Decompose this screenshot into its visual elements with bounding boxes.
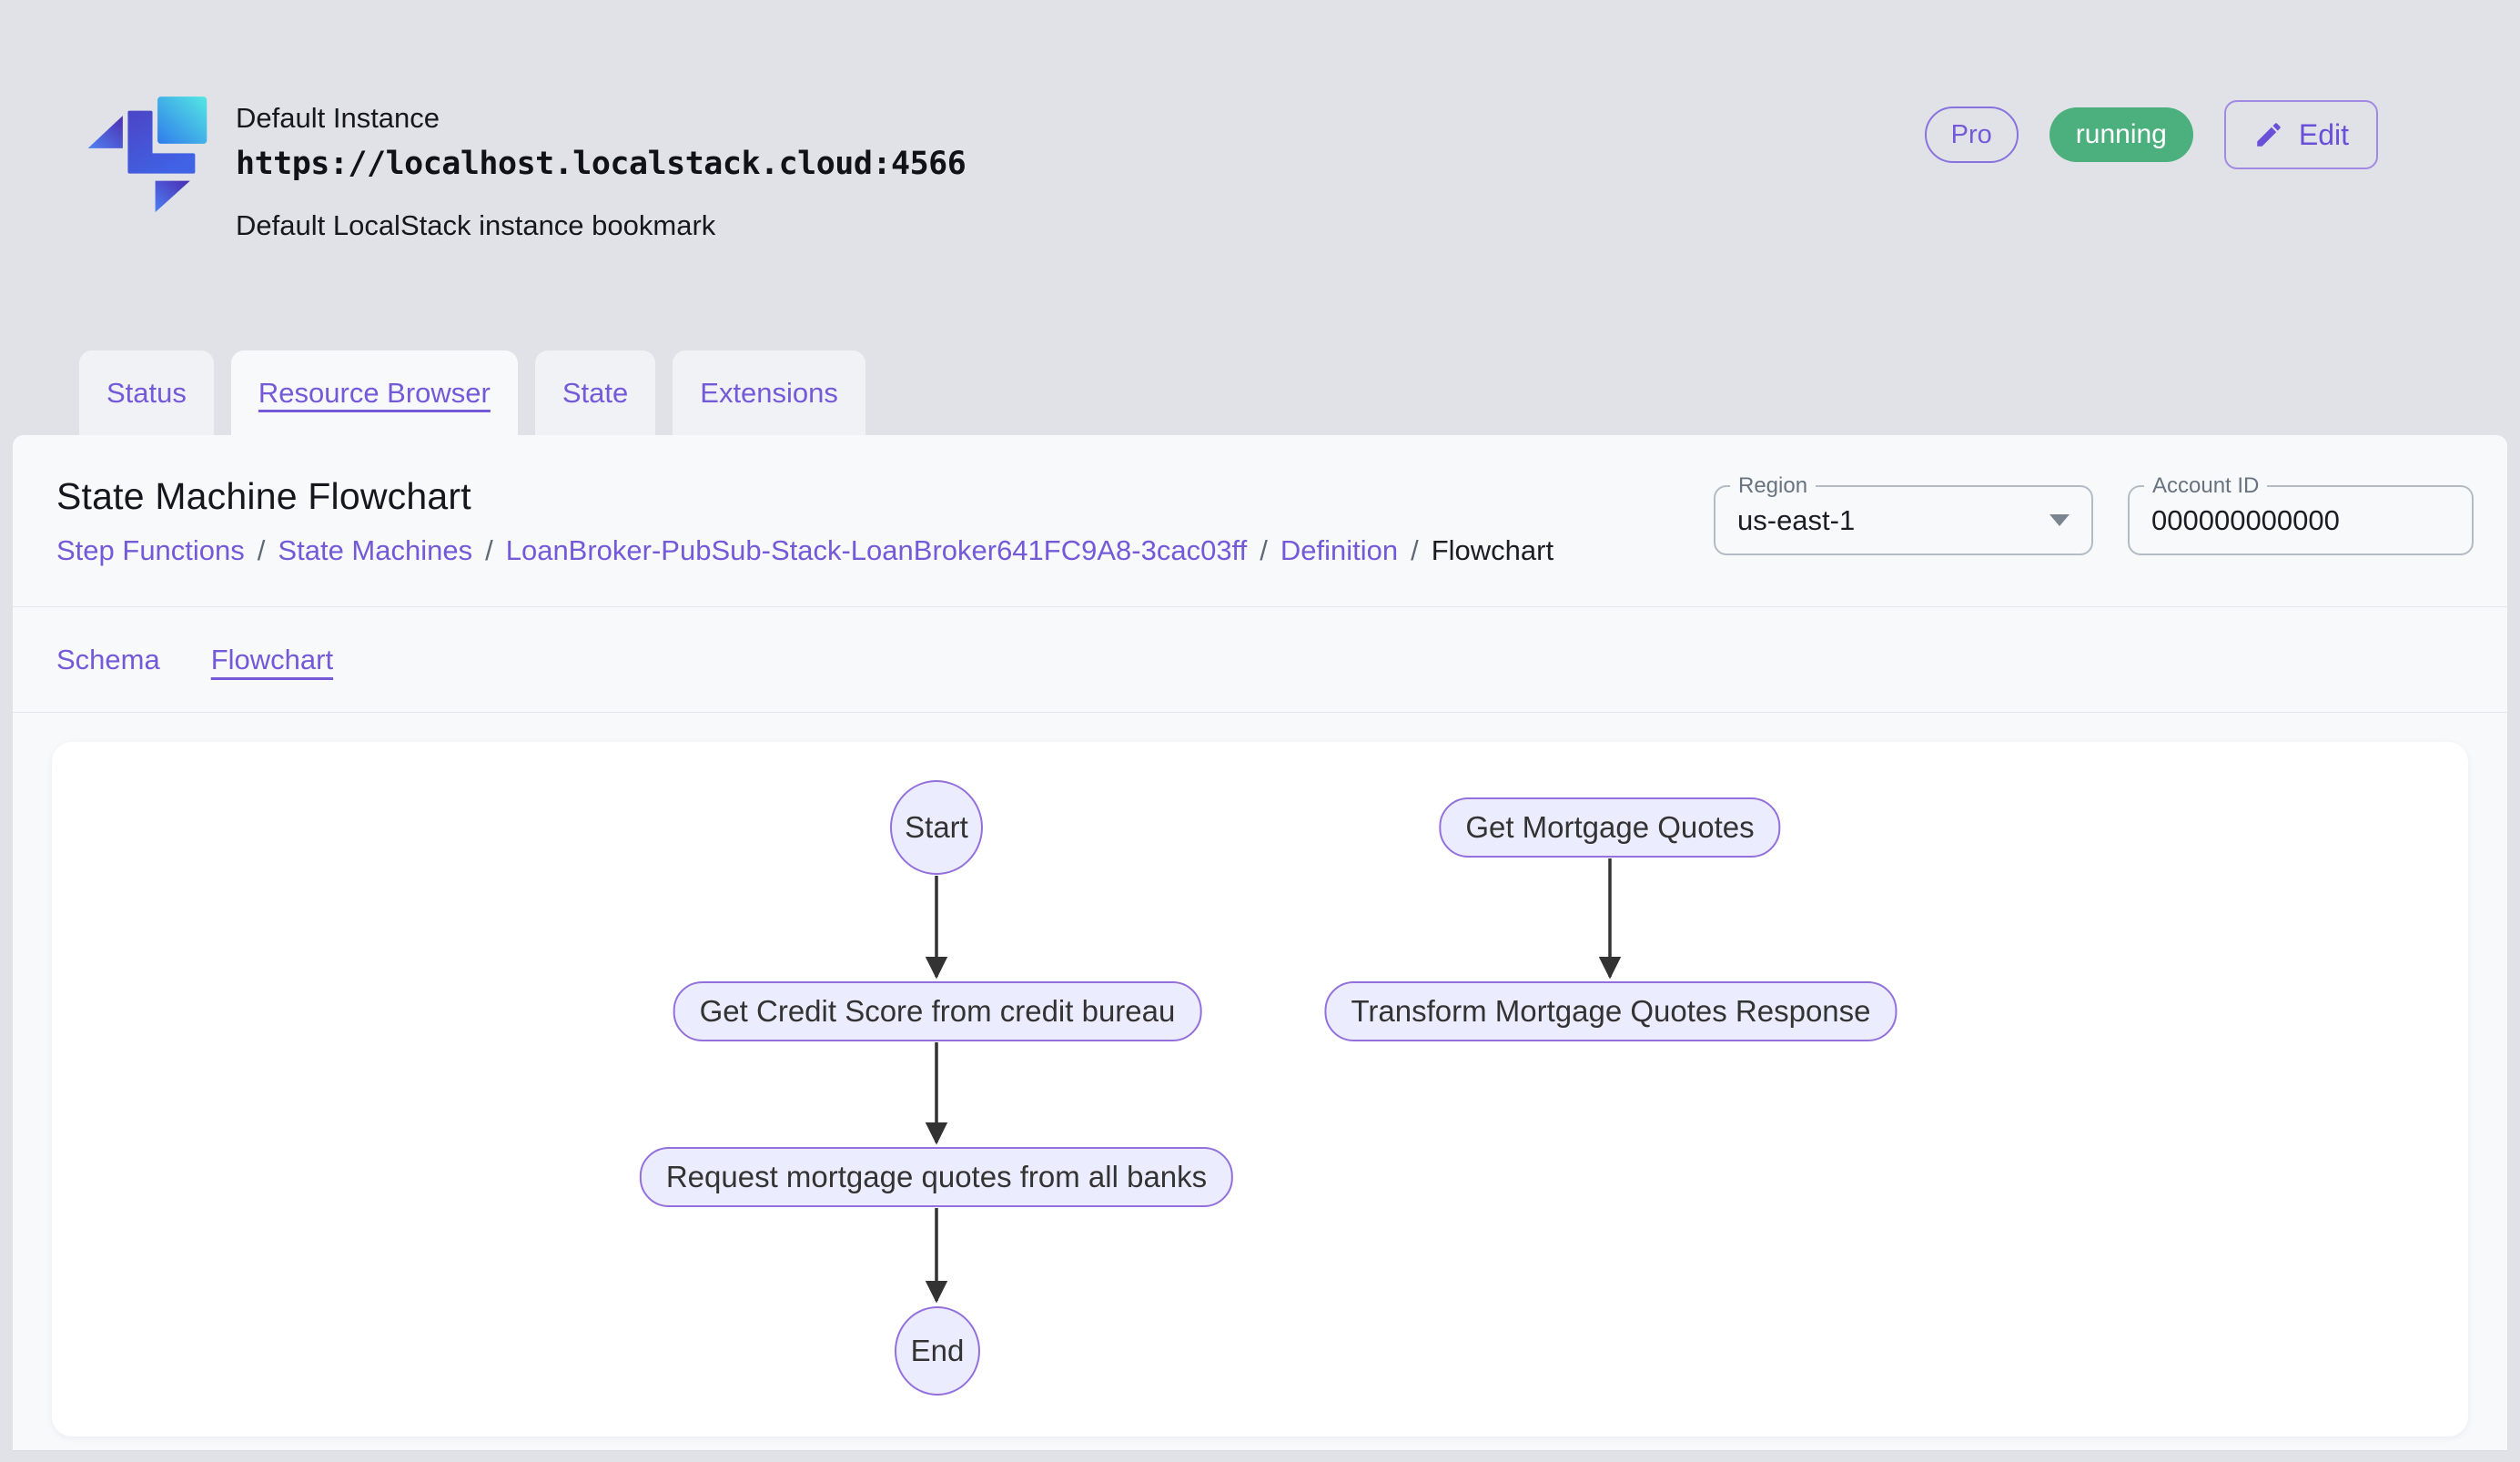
- tab-status[interactable]: Status: [79, 350, 214, 435]
- pro-badge: Pro: [1924, 107, 2019, 163]
- breadcrumb-separator: /: [1411, 534, 1419, 566]
- account-id-field: Account ID: [2128, 474, 2474, 555]
- chevron-down-icon: [2049, 514, 2070, 526]
- breadcrumb-link-step-functions[interactable]: Step Functions: [56, 534, 245, 566]
- region-label: Region: [1730, 474, 1817, 498]
- breadcrumb-current-flowchart: Flowchart: [1431, 534, 1554, 566]
- instance-info: Default Instance https://localhost.local…: [236, 91, 967, 244]
- instance-header: Default Instance https://localhost.local…: [85, 91, 2378, 244]
- breadcrumb-separator: /: [1260, 534, 1268, 566]
- subtab-schema[interactable]: Schema: [56, 643, 160, 675]
- breadcrumb-link-state-machine-name[interactable]: LoanBroker-PubSub-Stack-LoanBroker641FC9…: [505, 534, 1248, 566]
- region-select[interactable]: Region us-east-1: [1714, 474, 2093, 555]
- flowchart-node-request-quotes: Request mortgage quotes from all banks: [639, 1147, 1234, 1207]
- edit-button[interactable]: Edit: [2223, 100, 2378, 169]
- status-badge: running: [2049, 107, 2193, 162]
- definition-subtabs: Schema Flowchart: [13, 607, 2507, 713]
- tab-state[interactable]: State: [534, 350, 656, 435]
- panel-controls: Region us-east-1 Account ID: [1714, 474, 2474, 606]
- page-title: State Machine Flowchart: [56, 475, 471, 517]
- breadcrumb-link-definition[interactable]: Definition: [1280, 534, 1399, 566]
- flowchart-node-get-mortgage-quotes: Get Mortgage Quotes: [1439, 797, 1781, 858]
- breadcrumb: Step Functions / State Machines / LoanBr…: [56, 534, 1553, 567]
- flowchart-card: Start Get Mortgage Quotes Get Credit Sco…: [52, 742, 2468, 1437]
- tab-resource-browser[interactable]: Resource Browser: [230, 350, 518, 435]
- flowchart-edges: [925, 858, 1622, 1304]
- pencil-icon: [2257, 123, 2281, 147]
- flowchart-node-get-credit-score: Get Credit Score from credit bureau: [673, 981, 1202, 1041]
- subtab-flowchart[interactable]: Flowchart: [210, 643, 334, 675]
- instance-actions: Pro running Edit: [1924, 100, 2378, 169]
- breadcrumb-link-state-machines[interactable]: State Machines: [278, 534, 473, 566]
- account-id-label: Account ID: [2144, 474, 2268, 498]
- main-tabs: Status Resource Browser State Extensions: [79, 350, 865, 435]
- region-value: us-east-1: [1737, 503, 1856, 536]
- instance-url: https://localhost.localstack.cloud:4566: [236, 146, 967, 182]
- breadcrumb-separator: /: [485, 534, 493, 566]
- title-block: State Machine Flowchart Step Functions /…: [56, 475, 1553, 606]
- breadcrumb-separator: /: [257, 534, 266, 566]
- panel-header: State Machine Flowchart Step Functions /…: [13, 435, 2507, 607]
- instance-description: Default LocalStack instance bookmark: [236, 209, 716, 241]
- tab-extensions[interactable]: Extensions: [673, 350, 865, 435]
- instance-name: Default Instance: [236, 102, 440, 134]
- flowchart-node-transform-response: Transform Mortgage Quotes Response: [1324, 981, 1898, 1041]
- resource-browser-panel: State Machine Flowchart Step Functions /…: [13, 435, 2507, 1451]
- account-id-input[interactable]: [2151, 503, 2450, 537]
- localstack-logo: [87, 96, 207, 213]
- edit-button-label: Edit: [2298, 117, 2349, 151]
- flowchart-node-end: End: [895, 1306, 980, 1396]
- flowchart-node-start: Start: [890, 780, 983, 875]
